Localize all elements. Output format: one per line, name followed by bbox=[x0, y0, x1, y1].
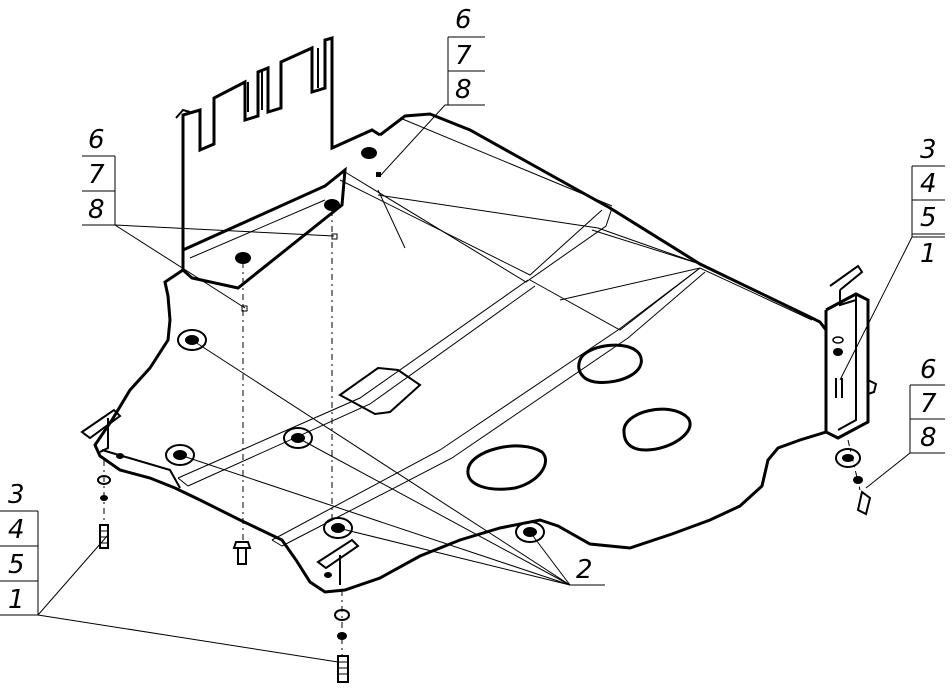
callout-left-lower: 3 4 5 1 bbox=[0, 480, 39, 615]
skid-plate bbox=[93, 112, 828, 594]
callout-right-upper-item-3: 5 bbox=[920, 203, 937, 233]
callout-top-center-item-2: 7 bbox=[455, 41, 472, 71]
bottom-center-bracket bbox=[316, 538, 360, 683]
callout-left-lower-item-4: 1 bbox=[8, 585, 25, 615]
callout-left-lower-item-2: 4 bbox=[8, 515, 25, 545]
center-lines bbox=[103, 189, 861, 655]
callout-top-center: 6 7 8 bbox=[447, 5, 485, 105]
callout-right-upper-item-4: 1 bbox=[920, 239, 937, 269]
right-fastener-stack bbox=[853, 476, 872, 516]
callout-right-lower-item-1: 6 bbox=[920, 355, 937, 385]
callout-top-center-item-3: 8 bbox=[455, 75, 472, 105]
callout-left-upper: 6 7 8 bbox=[82, 125, 116, 225]
right-bracket bbox=[824, 264, 878, 440]
callout-left-upper-item-3: 8 bbox=[88, 195, 105, 225]
leader-lines bbox=[0, 104, 945, 663]
callout-right-lower: 6 7 8 bbox=[909, 355, 945, 453]
plate-fasteners bbox=[165, 329, 861, 543]
callout-left-upper-item-1: 6 bbox=[88, 125, 105, 155]
callout-left-upper-item-2: 7 bbox=[88, 160, 105, 190]
left-upper-bracket bbox=[175, 36, 381, 290]
callout-left-lower-item-1: 3 bbox=[8, 480, 25, 510]
callout-right-lower-item-2: 7 bbox=[920, 389, 937, 419]
left-front-bracket bbox=[80, 408, 124, 549]
callout-left-lower-item-3: 5 bbox=[8, 550, 25, 580]
callout-right-upper-item-2: 4 bbox=[920, 169, 937, 199]
callout-bottom-center: 2 bbox=[576, 555, 593, 585]
callout-right-lower-item-3: 8 bbox=[920, 423, 937, 453]
callout-bottom-center-item-1: 2 bbox=[576, 555, 593, 585]
callout-right-upper-item-1: 3 bbox=[920, 135, 937, 165]
callout-right-upper: 3 4 5 1 bbox=[911, 135, 945, 269]
loose-bolt bbox=[232, 541, 252, 565]
callout-top-center-item-1: 6 bbox=[455, 5, 472, 35]
